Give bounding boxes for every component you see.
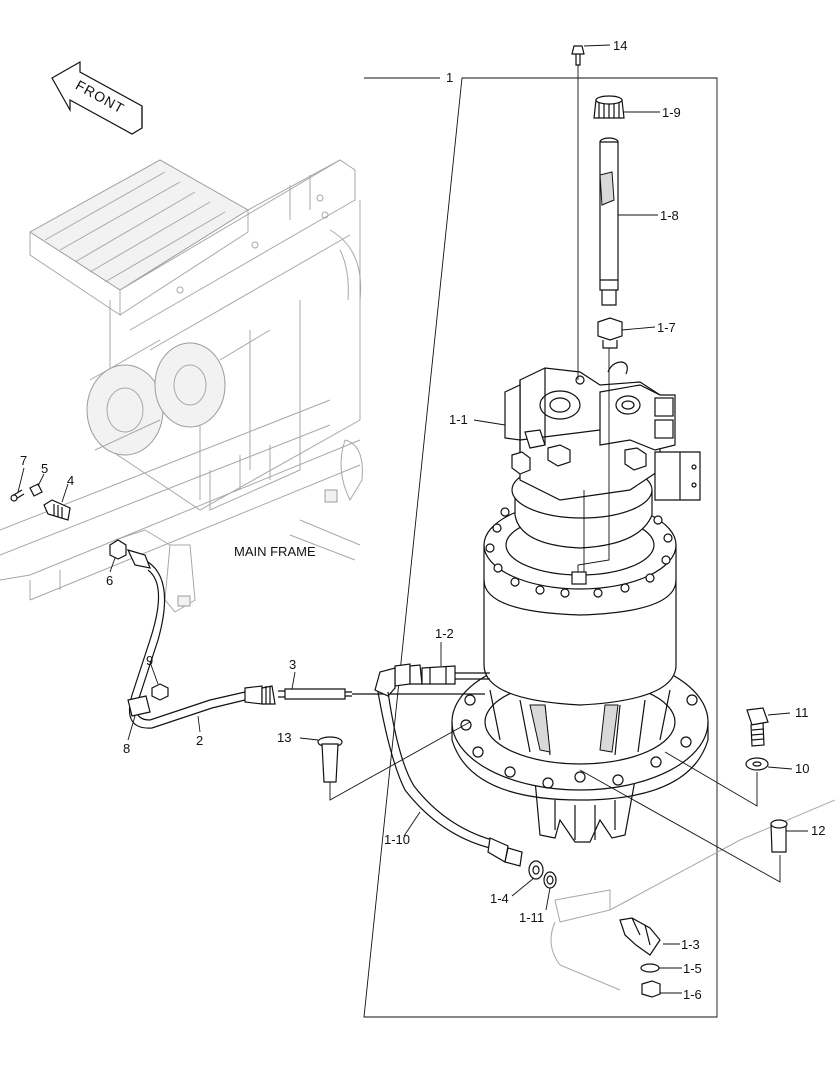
- callout-1-10: 1-10: [384, 832, 410, 847]
- callout-4: 4: [67, 473, 74, 488]
- callout-1: 1: [446, 70, 453, 85]
- callout-1-8: 1-8: [660, 208, 679, 223]
- leader-lines: [17, 44, 808, 994]
- callout-2: 2: [196, 733, 203, 748]
- hose-assembly-right: [352, 663, 835, 998]
- callout-3: 3: [289, 657, 296, 672]
- assembly-boundary-box: [363, 77, 718, 1018]
- callout-1-4: 1-4: [490, 891, 509, 906]
- callout-labels: 1 14 1-9 1-8 1-7 1-1 1-2 1-3 1-4 1-5 1-6…: [20, 38, 825, 1002]
- callout-13: 13: [277, 730, 291, 745]
- loose-parts: [317, 707, 788, 853]
- main-frame-drawing: [0, 159, 363, 613]
- callout-1-2: 1-2: [435, 626, 454, 641]
- callout-14: 14: [613, 38, 627, 53]
- swing-motor-assembly: [451, 361, 709, 843]
- callout-1-1: 1-1: [449, 412, 468, 427]
- callout-5: 5: [41, 461, 48, 476]
- callout-1-7: 1-7: [657, 320, 676, 335]
- hose-assembly-left: [10, 483, 352, 729]
- callout-6: 6: [106, 573, 113, 588]
- callout-7: 7: [20, 453, 27, 468]
- callout-8: 8: [123, 741, 130, 756]
- level-gauge-parts: [593, 95, 625, 349]
- callout-1-6: 1-6: [683, 987, 702, 1002]
- callout-1-9: 1-9: [662, 105, 681, 120]
- callout-12: 12: [811, 823, 825, 838]
- callout-9: 9: [146, 653, 153, 668]
- bolt-14: [571, 45, 585, 66]
- callout-10: 10: [795, 761, 809, 776]
- main-frame-label: MAIN FRAME: [234, 544, 316, 559]
- callout-1-5: 1-5: [683, 961, 702, 976]
- front-direction-arrow: FRONT: [51, 60, 143, 135]
- callout-1-11: 1-11: [519, 910, 544, 925]
- callout-1-3: 1-3: [681, 937, 700, 952]
- callout-11: 11: [795, 705, 809, 720]
